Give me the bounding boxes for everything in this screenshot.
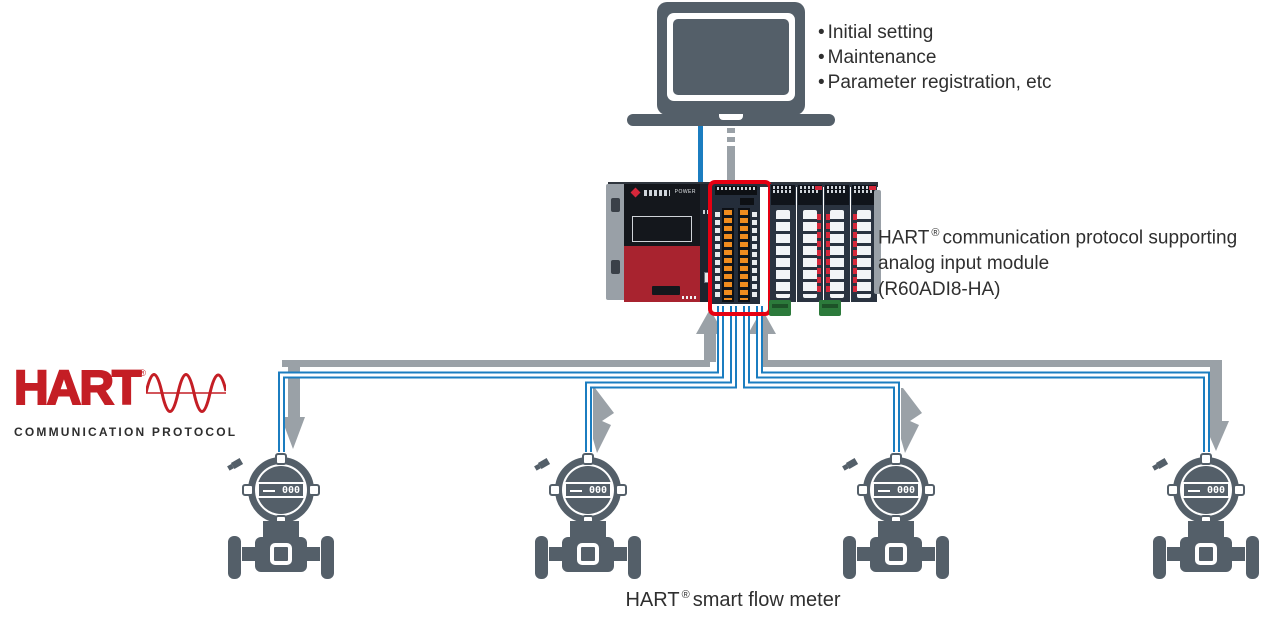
meter-display: 000 [564,482,612,498]
power-label: POWER [674,189,696,195]
module-highlight-frame [708,180,772,316]
io-module [824,184,850,302]
usb-cable-dash [727,128,735,133]
plc-rack: POWER [606,180,882,320]
flow-meter-3-icon: 000 [831,452,961,582]
hart-cable-1 [278,306,724,452]
flow-meter-caption: HART®smart flow meter [625,589,841,611]
usb-cable-bar [727,146,735,186]
module-label: HART®communication protocol supporting a… [878,220,1237,303]
laptop-icon [627,2,835,128]
hart-cables-core [280,306,1208,452]
bus-bar-right [762,360,1222,367]
module-label-line3: (R60ADI8-HA) [878,279,1001,301]
plc-end-plate-left [606,184,626,300]
meter-display: 000 [257,482,305,498]
callout-text: Maintenance [827,47,937,68]
bus-bar-left [282,360,710,367]
io-module [851,184,877,302]
down-arrow-4-shaft [1210,360,1222,422]
io-module [770,184,796,302]
module-label-line2: analog input module [878,253,1050,275]
terminal-block [722,208,734,302]
meter-display: 000 [872,482,920,498]
bullet-icon: • [818,22,825,43]
terminal-block [830,210,844,298]
bullet-icon: • [818,72,825,93]
usb-cable-dash [727,137,735,142]
power-supply-module: POWER [624,184,700,246]
down-arrow-2-icon [593,388,614,453]
down-arrow-1-shaft [288,367,300,419]
laptop-callout-list: •Initial setting •Maintenance •Parameter… [818,20,1052,95]
callout-item: •Initial setting [818,20,1052,45]
hart-cables [278,306,1210,452]
laptop-base [627,114,835,126]
hart-logo-wordmark: HART [13,362,142,415]
laptop-notch [719,114,743,120]
bullet-icon: • [818,47,825,68]
hart-protocol-logo: HART ® COMMUNICATION PROTOCOL [13,362,238,440]
down-arrow-1-icon [281,417,305,449]
analog-input-module-r60adi8-ha [712,184,760,304]
flow-meter-2-icon: 000 [523,452,653,582]
io-module [797,184,823,302]
flow-meter-1-icon: 000 [216,452,346,582]
green-connector [769,300,791,316]
terminal-block [738,208,750,302]
down-arrow-3-icon [901,388,922,453]
callout-item: •Parameter registration, etc [818,70,1052,95]
flow-meter-4-icon: 000 [1141,452,1271,582]
terminal-block [803,210,817,298]
meter-display: 000 [1182,482,1230,498]
plc-end-plate-right [874,190,881,294]
cpu-module [624,246,700,302]
terminal-block [776,210,790,298]
callout-item: •Maintenance [818,45,1052,70]
callout-text: Parameter registration, etc [827,72,1052,93]
mitsubishi-logo-icon [630,187,641,198]
hart-cable-4 [756,306,1210,452]
module-label-line1: HART®communication protocol supporting [878,227,1238,249]
green-connector [819,300,841,316]
callout-text: Initial setting [827,22,934,43]
sine-wave-icon [145,373,226,413]
laptop-screen [673,19,789,95]
up-arrow-left-shaft [704,332,716,362]
terminal-block [857,210,871,298]
hart-logo-subtitle: COMMUNICATION PROTOCOL [14,425,238,439]
